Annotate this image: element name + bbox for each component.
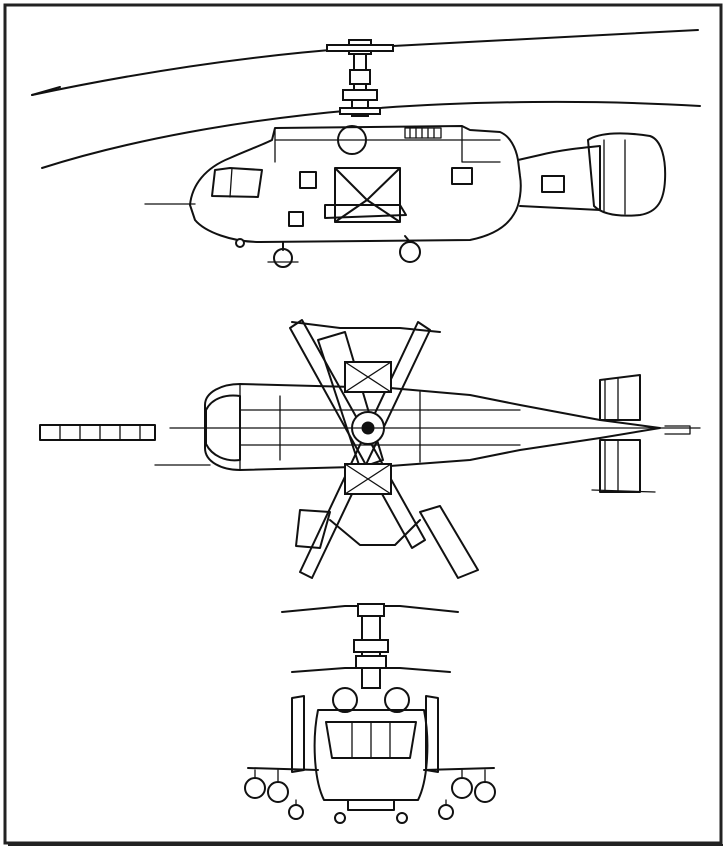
side-cockpit-window [211,167,263,198]
side-vent-grille [404,127,442,139]
side-tail-window [541,175,565,193]
front-landing-gear [288,799,454,824]
side-tail-boom [517,145,601,211]
side-cockpit-window-divider [229,167,233,198]
top-stabilizer-upper [599,374,641,421]
side-tail-fin [587,132,667,217]
front-stub-wing [247,767,495,771]
side-vent-slats [409,127,435,139]
side-rotor-hub [326,39,394,117]
side-pylon-strut [334,167,401,223]
top-detached-store [39,424,156,441]
front-windscreen [325,721,417,759]
top-folded-blade-low [295,509,331,549]
top-cockpit [205,394,241,462]
side-radome [337,125,367,155]
top-tail-edge [591,489,656,493]
side-view [31,29,701,268]
front-chin-sensor [347,799,395,811]
outer-border [3,3,723,845]
side-window-2 [451,167,473,185]
side-weapon-store [324,204,407,219]
front-rotor-mast [353,603,389,689]
top-view [39,319,701,579]
top-folded-blade-right [419,505,479,579]
front-view [244,603,496,824]
top-rotor-blade-3 [291,321,441,333]
side-window-1 [299,171,317,189]
side-tail-fin-detail [603,139,626,215]
side-upper-rotor-blade-edge [31,86,61,96]
front-engine-intake-left [332,687,358,713]
top-folded-blade-left [317,331,384,469]
front-windscreen-divider [351,721,391,759]
top-rotor-blade-4 [329,519,421,546]
top-fuselage [204,383,661,471]
side-engine-cowling [274,125,501,163]
front-stores [244,769,496,803]
top-tail-stub [664,425,691,435]
top-detached-store-segments [59,424,141,441]
front-engine-intake-right [384,687,410,713]
top-stabilizer-upper-detail [604,377,619,421]
top-stabilizer-lower [599,439,641,493]
side-landing-gear [235,235,421,268]
side-window-3 [288,211,304,227]
top-rotor-blade-2 [299,321,431,579]
top-stabilizer-lower-detail [604,439,619,493]
front-tail-fin-left [291,695,305,773]
